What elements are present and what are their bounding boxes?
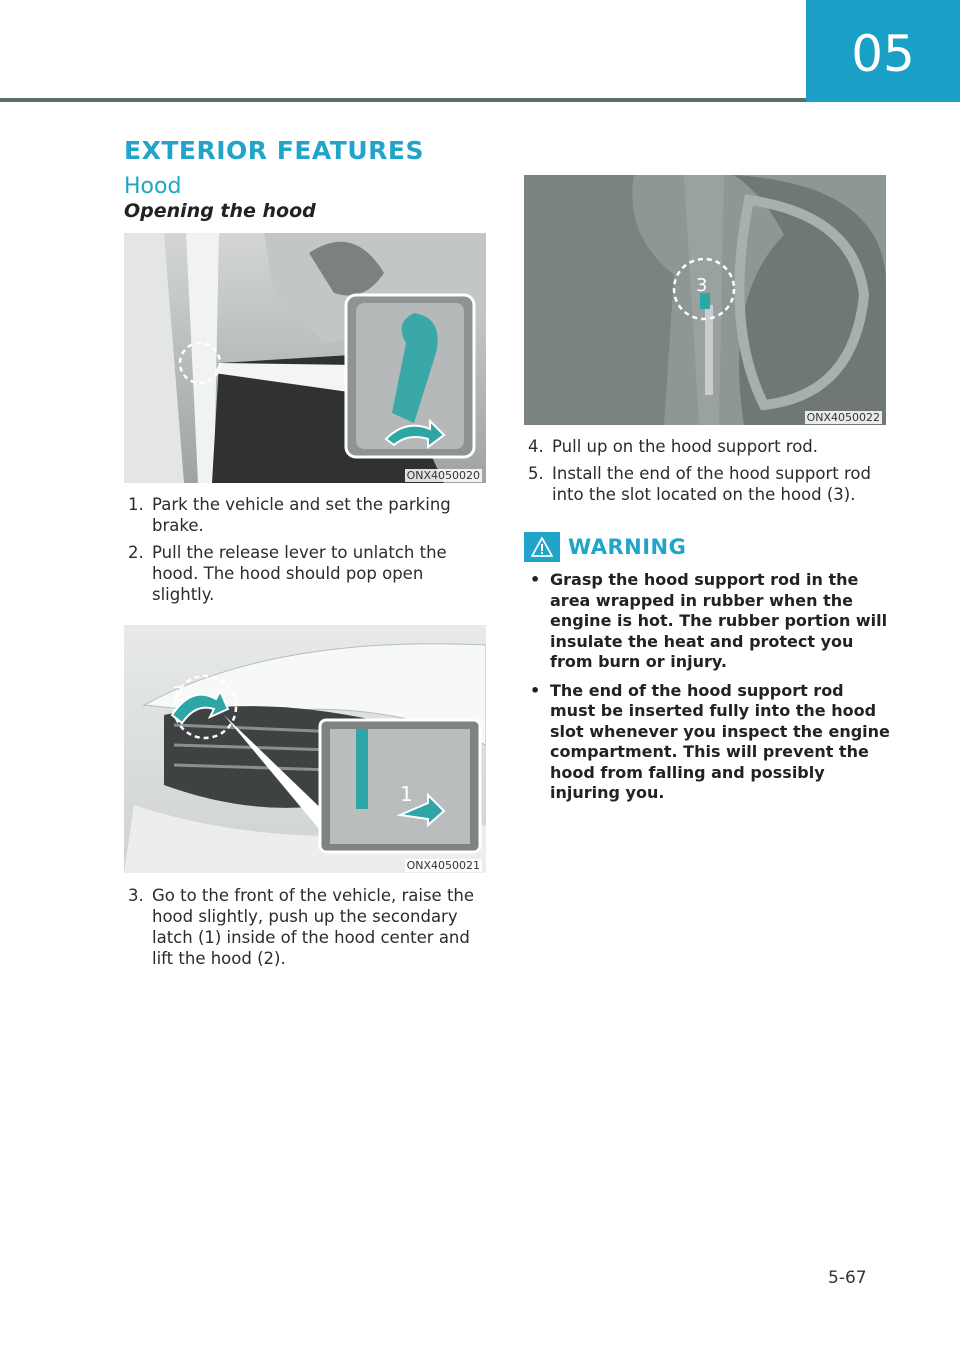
section-title: EXTERIOR FEATURES	[124, 136, 424, 165]
warning-header: WARNING	[524, 532, 686, 562]
steps-list-c: 4.Pull up on the hood support rod. 5.Ins…	[528, 436, 890, 511]
callout-1: 1	[400, 782, 413, 806]
page-number: 5-67	[828, 1268, 867, 1288]
step-item: 2.Pull the release lever to unlatch the …	[128, 543, 447, 604]
steps-list-b: 3.Go to the front of the vehicle, raise …	[128, 885, 492, 975]
steps-list-a: 1.Park the vehicle and set the parking b…	[128, 494, 488, 611]
warning-label: WARNING	[568, 535, 687, 559]
chapter-tab: 05	[806, 0, 960, 102]
figure-code: ONX4050020	[404, 469, 482, 482]
figure-code: ONX4050021	[404, 859, 482, 872]
subsection-title: Hood	[124, 174, 182, 199]
subsection-subtitle: Opening the hood	[124, 200, 316, 222]
pull-arrow-icon	[384, 418, 446, 449]
figure-code: ONX4050022	[804, 411, 882, 424]
warning-list: •Grasp the hood support rod in the area …	[528, 570, 890, 812]
figure-secondary-latch: 2 1 ONX4050021	[124, 625, 486, 873]
header-rule	[0, 98, 806, 102]
warning-triangle-icon	[524, 532, 560, 562]
bullet-icon: •	[530, 680, 541, 700]
warning-item: •Grasp the hood support rod in the area …	[530, 570, 888, 671]
step-item: 1.Park the vehicle and set the parking b…	[128, 495, 451, 535]
step-item: 5.Install the end of the hood support ro…	[528, 464, 871, 504]
step-item: 4.Pull up on the hood support rod.	[528, 437, 819, 456]
step-item: 3.Go to the front of the vehicle, raise …	[128, 886, 475, 968]
callout-3: 3	[696, 275, 707, 296]
warning-item: •The end of the hood support rod must be…	[530, 680, 890, 803]
figure-support-rod-slot: 3 ONX4050022	[524, 175, 886, 425]
callout-2: 2	[172, 682, 185, 706]
figure-hood-release-lever: ONX4050020	[124, 233, 486, 483]
bullet-icon: •	[530, 570, 541, 589]
